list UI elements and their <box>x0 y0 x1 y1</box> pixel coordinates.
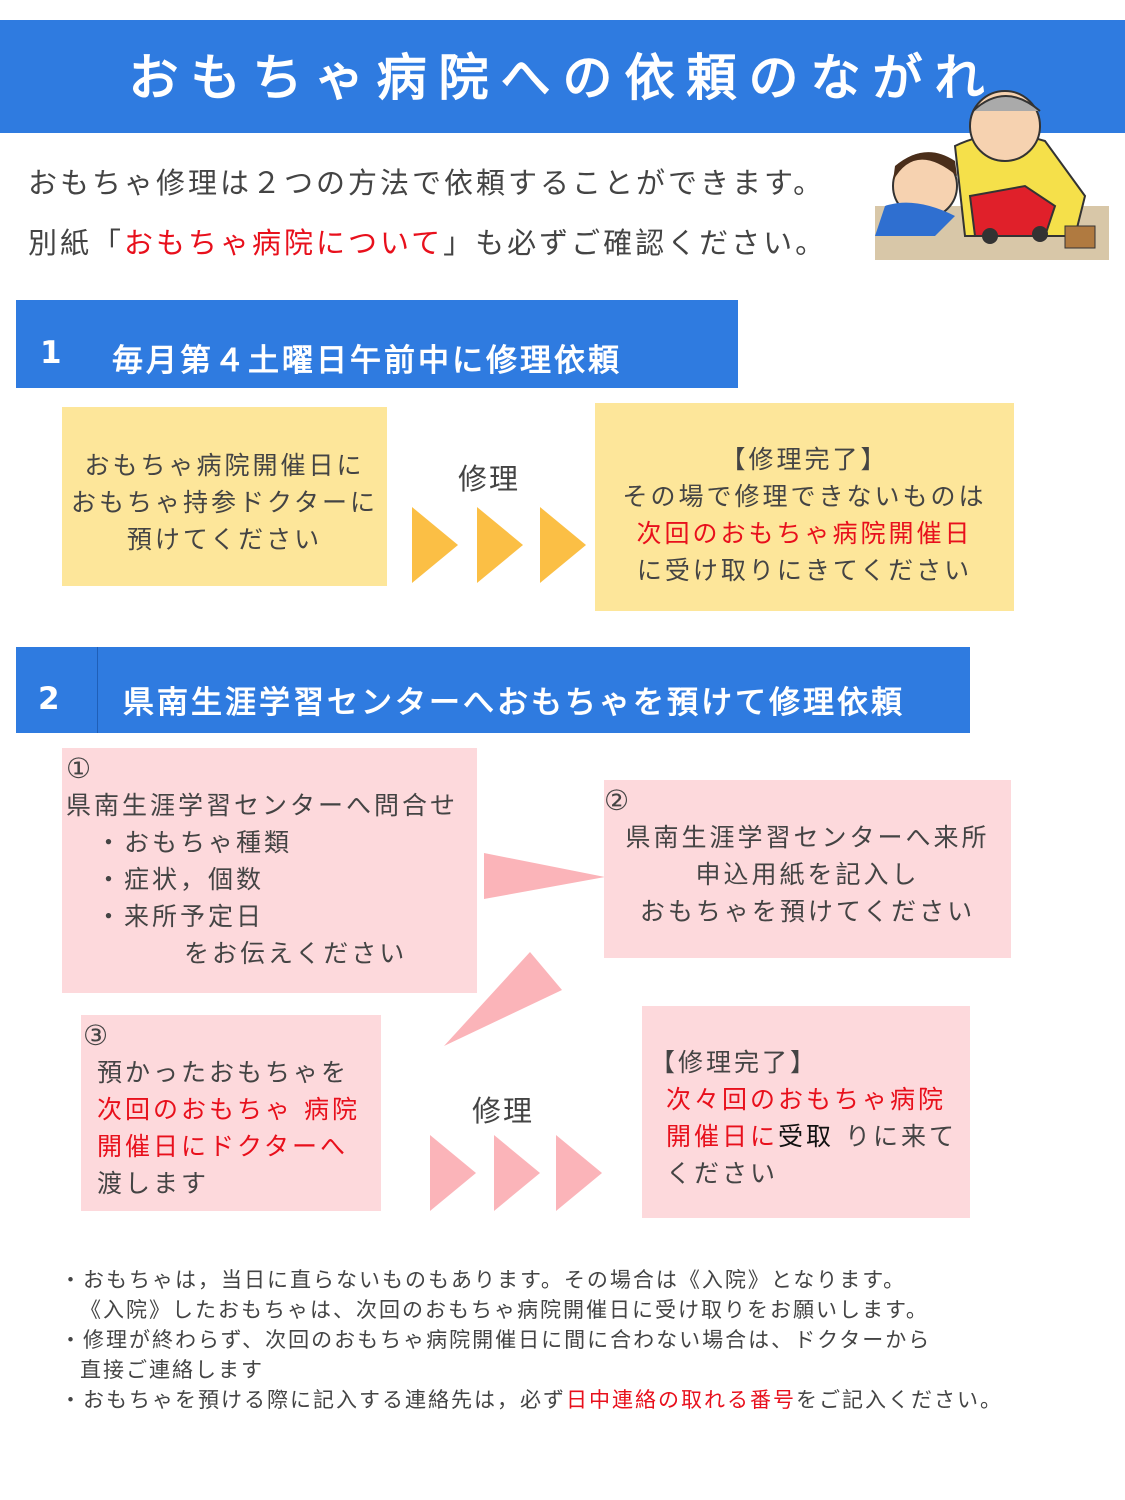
step-text: に受け取りにきてください <box>636 556 973 585</box>
note-text: ・おもちゃを預ける際に記入する連絡先は，必ず <box>60 1388 566 1412</box>
page-title: おもちゃ病院への依頼のながれ <box>128 49 997 107</box>
step-text-emphasis: 開催日に <box>666 1122 779 1151</box>
step-text: 県南生涯学習センターへ来所 <box>625 823 990 852</box>
step-text: ・症状，個数 <box>96 865 265 894</box>
note-emphasis: 日中連絡の取れる番号 <box>566 1388 796 1412</box>
arrow-right-icon <box>484 853 606 901</box>
title-bar <box>0 20 1125 133</box>
step-text: りに来て <box>834 1122 957 1151</box>
step-number: ③ <box>83 1019 112 1052</box>
step-text-emphasis: 開催日にドクターへ <box>97 1132 349 1161</box>
note-item: ・おもちゃは，当日に直らないものもあります。その場合は《入院》となります。 <box>60 1268 907 1292</box>
note-item: ・おもちゃを預ける際に記入する連絡先は，必ず日中連絡の取れる番号をご記入ください… <box>60 1385 1003 1415</box>
section-1-step-2: 【修理完了】 その場で修理できないものは 次回のおもちゃ病院開催日 に受け取りに… <box>595 403 1014 611</box>
section-2-step-2: ② 県南生涯学習センターへ来所 申込用紙を記入し おもちゃを預けてください <box>604 780 1011 958</box>
step-text: 預かったおもちゃを <box>97 1058 350 1087</box>
arrow-diagonal-icon <box>444 950 566 1048</box>
step-text-emphasis: 次回のおもちゃ病院開催日 <box>636 519 973 548</box>
step-text: 申込用紙を記入し <box>695 860 920 889</box>
note-text: をご記入ください。 <box>796 1388 1003 1412</box>
step-heading: 【修理完了】 <box>650 1048 819 1077</box>
intro-line-1: おもちゃ修理は２つの方法で依頼することができます。 <box>28 166 826 200</box>
section-2-header: 2 県南生涯学習センターへおもちゃを預けて修理依頼 <box>16 647 970 733</box>
section-1-title: 毎月第４土曜日午前中に修理依頼 <box>112 343 622 379</box>
step-text: おもちゃを預けてください <box>639 897 976 926</box>
flow-arrows-icon <box>412 507 587 583</box>
toy-repair-illustration <box>875 86 1109 260</box>
section-1-number: 1 <box>40 335 65 371</box>
step-text: おもちゃ病院開催日に <box>84 451 365 480</box>
note-item: 直接ご連絡します <box>80 1358 264 1382</box>
step-text-emphasis: 次々回のおもちゃ病院 <box>666 1085 947 1114</box>
note-item: ・修理が終わらず、次回のおもちゃ病院開催日に間に合わない場合は、ドクターから <box>60 1328 932 1352</box>
step-text: をお伝えください <box>184 939 408 968</box>
divider <box>97 647 98 733</box>
step-text: 県南生涯学習センターへ問合せ <box>66 791 459 820</box>
intro-text: 別紙「 <box>28 226 125 260</box>
section-2-number: 2 <box>38 681 63 717</box>
section-1-header: 1 毎月第４土曜日午前中に修理依頼 <box>16 300 738 388</box>
intro-link-text: おもちゃ病院について <box>124 226 444 260</box>
intro-line-2: 別紙「おもちゃ病院について」も必ずご確認ください。 <box>28 220 827 262</box>
flow-arrows-icon <box>430 1135 605 1211</box>
repair-label: 修理 <box>458 462 521 496</box>
section-2-step-3: ③ 預かったおもちゃを 次回のおもちゃ 病院 開催日にドクターへ 渡します <box>81 1015 381 1211</box>
step-number: ① <box>66 752 95 785</box>
step-text: 受取 <box>778 1122 835 1151</box>
step-text: 預けてください <box>126 525 323 554</box>
step-text: おもちゃ持参ドクターに <box>70 488 378 517</box>
repair-label: 修理 <box>472 1094 535 1128</box>
intro-text: 」も必ずご確認ください。 <box>443 226 828 260</box>
step-text: ください <box>666 1159 779 1188</box>
notes: ・おもちゃは，当日に直らないものもあります。その場合は《入院》となります。 《入… <box>60 1265 1003 1415</box>
section-2-title: 県南生涯学習センターへおもちゃを預けて修理依頼 <box>123 685 905 721</box>
step-text: その場で修理できないものは <box>622 482 987 511</box>
section-1-step-1: おもちゃ病院開催日に おもちゃ持参ドクターに 預けてください <box>62 407 387 586</box>
step-text: ・おもちゃ種類 <box>96 828 293 857</box>
step-text: ・来所予定日 <box>96 902 265 931</box>
section-2-step-1: ① 県南生涯学習センターへ問合せ ・おもちゃ種類 ・症状，個数 ・来所予定日 を… <box>62 748 477 993</box>
step-text: 渡します <box>97 1169 210 1198</box>
section-2-step-4: 【修理完了】 次々回のおもちゃ病院 開催日に受取 りに来て ください <box>642 1006 970 1218</box>
note-item: 《入院》したおもちゃは、次回のおもちゃ病院開催日に受け取りをお願いします。 <box>80 1298 929 1322</box>
step-number: ② <box>604 784 633 817</box>
step-heading: 【修理完了】 <box>720 445 889 474</box>
step-text-emphasis: 次回のおもちゃ 病院 <box>97 1095 360 1124</box>
